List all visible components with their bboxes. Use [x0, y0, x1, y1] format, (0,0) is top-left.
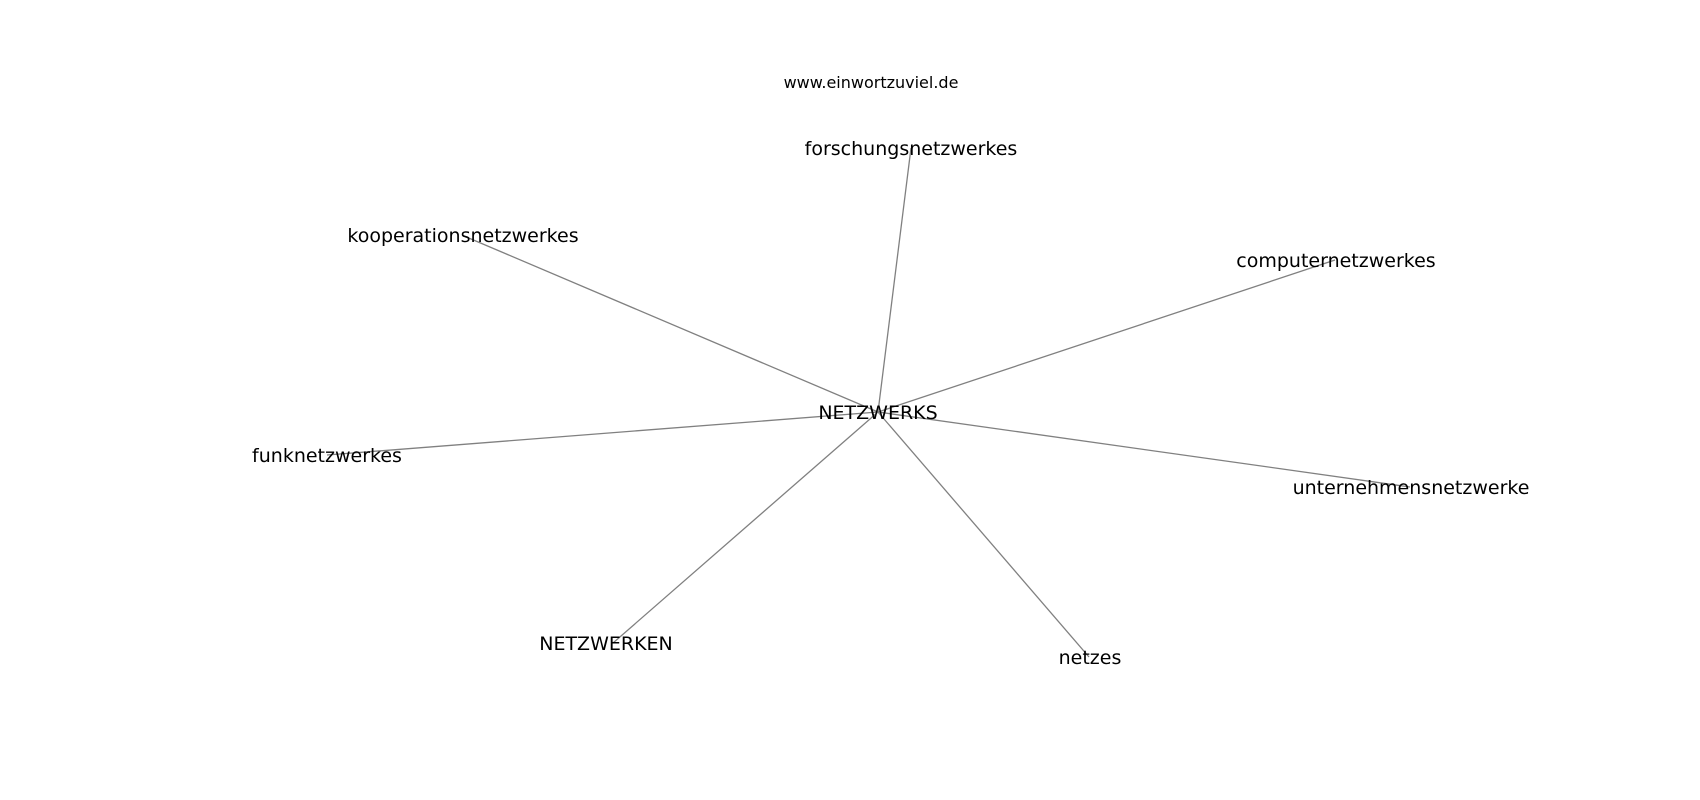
node-computernetzwerkes: computernetzwerkes: [1236, 250, 1435, 272]
node-netzes: netzes: [1059, 647, 1122, 669]
site-url: www.einwortzuviel.de: [784, 73, 959, 92]
graph-nodes: NETZWERKS forschungsnetzwerkes kooperati…: [252, 138, 1529, 669]
graph-edges: [326, 147, 1411, 658]
node-netzwerken: NETZWERKEN: [539, 633, 673, 655]
edge-forschungsnetzwerkes: [877, 147, 912, 413]
edge-netzwerken: [612, 411, 879, 644]
node-unternehmensnetzwerke: unternehmensnetzwerke: [1293, 477, 1530, 499]
node-kooperationsnetzwerkes: kooperationsnetzwerkes: [347, 225, 578, 247]
node-center: NETZWERKS: [818, 402, 937, 424]
edge-unternehmensnetzwerke: [877, 411, 1411, 488]
edge-kooperationsnetzwerkes: [463, 235, 879, 413]
node-funknetzwerkes: funknetzwerkes: [252, 445, 402, 467]
node-forschungsnetzwerkes: forschungsnetzwerkes: [805, 138, 1018, 160]
edge-netzes: [877, 411, 1090, 658]
edge-computernetzwerkes: [877, 259, 1336, 413]
edge-funknetzwerkes: [326, 411, 879, 456]
